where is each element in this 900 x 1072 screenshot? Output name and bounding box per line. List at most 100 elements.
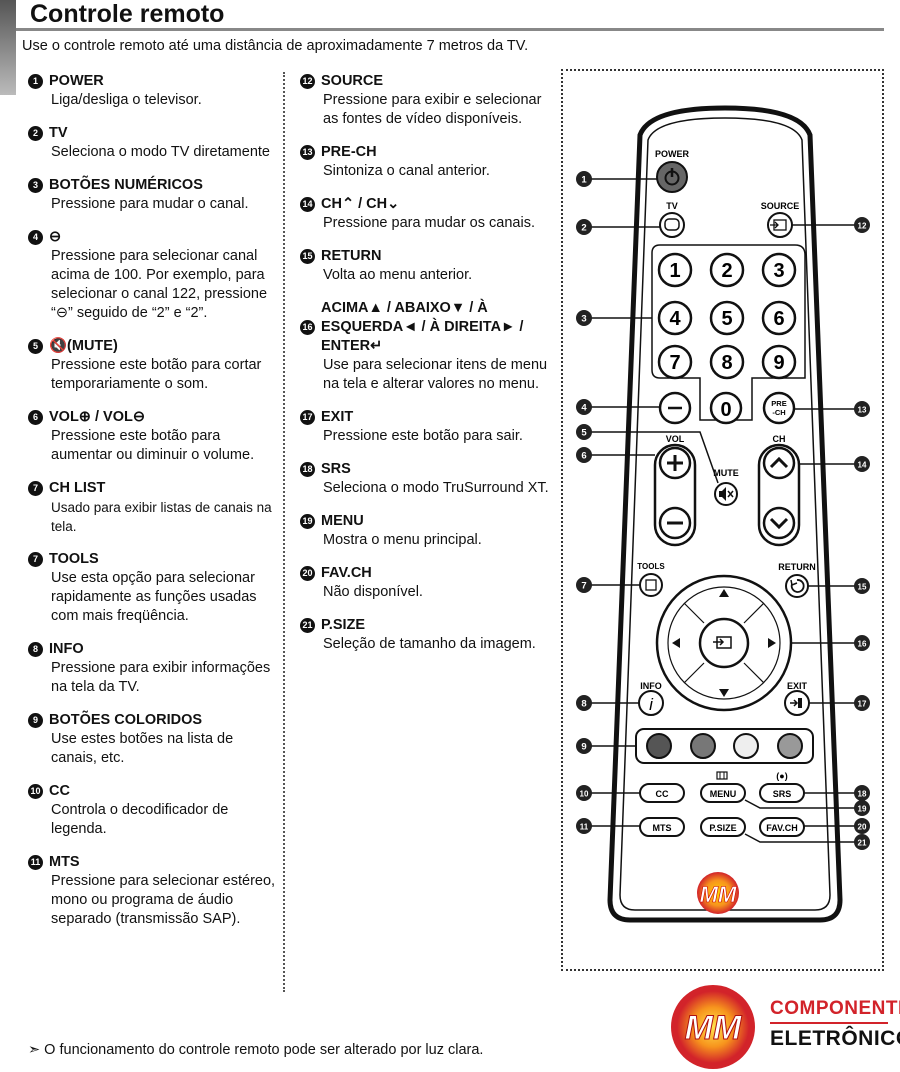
- color-keys: [646, 733, 803, 759]
- callout-marker: [576, 171, 592, 187]
- remote-logo: [697, 872, 739, 914]
- callout-marker: [576, 818, 592, 834]
- callout-number: 6: [581, 451, 586, 462]
- svg-text:-CH: -CH: [772, 408, 785, 417]
- callout-number: 16: [858, 640, 867, 649]
- digit-label: 4: [669, 308, 681, 330]
- mute-icon: [719, 487, 726, 501]
- legend-item-description: Pressione para selecionar canal acima de…: [51, 248, 268, 321]
- brand-line2: ELETRÔNICOS: [770, 1027, 900, 1050]
- legend-item-heading: 8 INFO: [28, 640, 278, 659]
- ch-label: CH: [773, 434, 786, 444]
- return-button: [785, 574, 809, 598]
- callout-number: 11: [580, 823, 589, 832]
- callout-number: 8: [28, 642, 43, 657]
- callout-number: 7: [28, 481, 43, 496]
- title-accent: [0, 0, 16, 95]
- digit-label: 9: [773, 352, 784, 374]
- callout-number: 6: [28, 410, 43, 425]
- callout-number: 7: [28, 552, 43, 567]
- callout-marker: [576, 219, 592, 235]
- legend-item-label: POWER: [49, 73, 104, 89]
- mts-button: [639, 817, 685, 837]
- digit-button: [761, 252, 797, 288]
- callout-number: 16: [300, 320, 315, 335]
- legend-item-description: Volta ao menu anterior.: [323, 267, 473, 283]
- legend-item-label: CH LIST: [49, 480, 106, 496]
- legend-item: 5🔇(MUTE)Pressione este botão para cortar…: [28, 337, 278, 394]
- legend-item-description: Controla o decodificador de legenda.: [51, 802, 229, 837]
- tv-label: TV: [666, 201, 678, 211]
- legend-item-label: 🔇(MUTE): [49, 338, 118, 354]
- callout-number: 1: [581, 175, 587, 186]
- brand-logo: MM: [671, 985, 755, 1069]
- legend-item-label: P.SIZE: [321, 617, 366, 633]
- callout-number: 14: [858, 461, 867, 470]
- callout-number: 7: [581, 581, 586, 592]
- legend-item-label: INFO: [49, 641, 84, 657]
- legend-item-label: FAV.CH: [321, 565, 372, 581]
- legend-item-description: Use esta opção para selecionar rapidamen…: [51, 570, 257, 624]
- legend-item-label: SRS: [321, 461, 351, 477]
- legend-item-label: BOTÕES NUMÉRICOS: [49, 177, 203, 193]
- exit-label: EXIT: [787, 681, 808, 691]
- digit-label: 8: [721, 352, 732, 374]
- right-arrow-icon: [768, 638, 776, 648]
- svg-text:P.SIZE: P.SIZE: [709, 823, 736, 833]
- legend-item-label: EXIT: [321, 409, 354, 425]
- page-title: Controle remoto: [30, 0, 225, 28]
- digit-button: [709, 300, 745, 336]
- legend-item-description: Use estes botões na lista de canais, etc…: [51, 731, 234, 766]
- svg-text:FAV.CH: FAV.CH: [766, 823, 798, 833]
- tools-button: [639, 573, 663, 597]
- callout-marker: [576, 424, 592, 440]
- legend-item-description: Use para selecionar itens de menu na tel…: [323, 357, 548, 392]
- legend-item-label: CC: [49, 783, 70, 799]
- title-rule: [16, 28, 884, 31]
- legend-item-description: Pressione para exibir informações na tel…: [51, 660, 271, 695]
- legend-item: 19 MENU Mostra o menu principal.: [300, 512, 550, 550]
- callout-marker: [854, 785, 870, 801]
- enter-button: [698, 617, 750, 669]
- callout-marker: [854, 818, 870, 834]
- source-label: SOURCE: [761, 201, 800, 211]
- callout-number: 12: [300, 74, 315, 89]
- legend-item-description: Mostra o menu principal.: [323, 532, 482, 548]
- zero-label: 0: [720, 399, 731, 421]
- info-label: INFO: [640, 681, 662, 691]
- digit-label: 3: [773, 260, 784, 282]
- legend-item: 4⊖Pressione para selecionar canal acima …: [28, 228, 278, 323]
- callout-number: 10: [28, 784, 43, 799]
- callout-marker: [576, 399, 592, 415]
- callout-number: 19: [300, 514, 315, 529]
- callout-number: 13: [300, 145, 315, 160]
- brand-logo-text: MM: [685, 1009, 742, 1047]
- callout-marker: [576, 785, 592, 801]
- digit-button: [761, 300, 797, 336]
- up-arrow-icon: [719, 589, 729, 597]
- legend-item-description: Liga/desliga o televisor.: [51, 92, 202, 108]
- footer-note: ➣ O funcionamento do controle remoto pod…: [28, 1042, 484, 1058]
- callout-number: 13: [858, 406, 867, 415]
- legend-item-description: Seleciona o modo TV diretamente: [51, 144, 270, 160]
- svg-text:MTS: MTS: [653, 823, 672, 833]
- digit-label: 2: [721, 260, 732, 282]
- legend-item-label: MENU: [321, 513, 364, 529]
- return-icon: [790, 579, 805, 593]
- callout-marker: [854, 401, 870, 417]
